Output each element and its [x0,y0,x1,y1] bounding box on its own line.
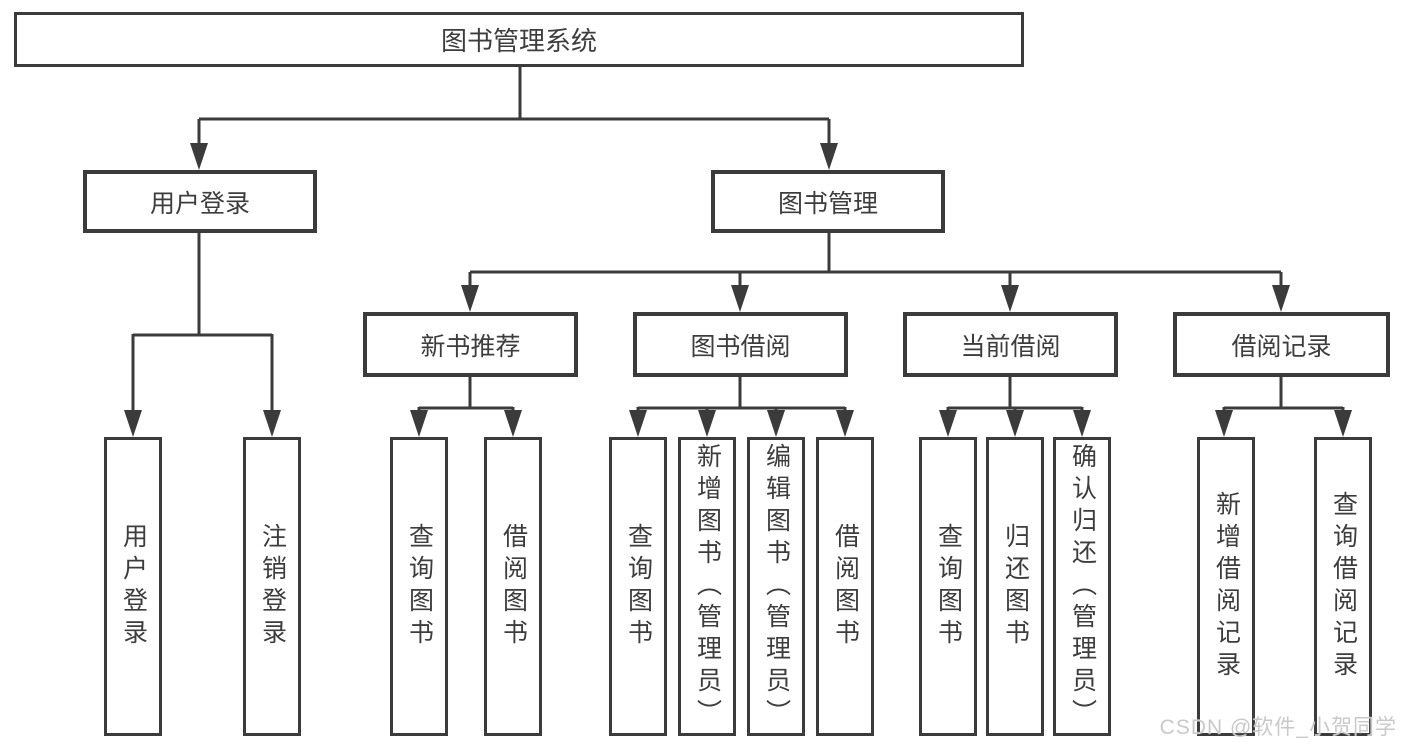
leaf-label: 用户登录 [119,522,148,651]
arrowhead [190,143,208,170]
leaf-query-books-current: 查询图书 [919,437,977,736]
node-new-book-recommendation: 新书推荐 [363,312,578,377]
arrowhead [410,410,428,437]
leaf-user-login: 用户登录 [104,437,162,736]
arrowhead [263,410,281,437]
arrowhead [1006,410,1024,437]
leaf-return-books: 归还图书 [986,437,1044,736]
leaf-confirm-return-admin: 确认归还（管理员） [1053,437,1111,736]
arrowhead [698,410,716,437]
leaf-label: 查询借阅记录 [1329,490,1358,683]
leaf-borrow-books-borrowing: 借阅图书 [816,437,874,736]
leaf-label: 新增图书（管理员） [693,442,722,731]
leaf-label: 归还图书 [1001,522,1030,651]
leaf-label: 注销登录 [258,522,287,651]
leaf-label: 借阅图书 [831,522,860,651]
node-borrowing-records: 借阅记录 [1173,312,1390,377]
leaf-query-books-borrowing: 查询图书 [609,437,667,736]
leaf-label: 查询图书 [934,522,963,651]
leaf-logout-login: 注销登录 [243,437,301,736]
leaf-add-books-admin: 新增图书（管理员） [678,437,736,736]
arrowhead [731,285,749,312]
arrowhead [939,410,957,437]
arrowhead [504,410,522,437]
node-user-login: 用户登录 [83,170,317,233]
leaf-label: 查询图书 [624,522,653,651]
leaf-label: 查询图书 [405,522,434,651]
arrowhead [1272,285,1290,312]
node-book-borrowing: 图书借阅 [633,312,848,377]
arrowhead [124,410,142,437]
leaf-label: 确认归还（管理员） [1068,442,1097,731]
arrowhead [629,410,647,437]
leaf-label: 借阅图书 [499,522,528,651]
arrowhead [461,285,479,312]
arrowhead [836,410,854,437]
arrowhead [820,143,838,170]
arrowhead [1073,410,1091,437]
leaf-add-borrow-record: 新增借阅记录 [1197,437,1255,736]
arrowhead [1215,410,1233,437]
leaf-borrow-books-recommend: 借阅图书 [484,437,542,736]
arrowhead [767,410,785,437]
leaf-query-books-recommend: 查询图书 [390,437,448,736]
node-library-management-system: 图书管理系统 [14,12,1024,67]
leaf-label: 编辑图书（管理员） [762,442,791,731]
node-book-management: 图书管理 [711,170,945,233]
leaf-label: 新增借阅记录 [1212,490,1241,683]
leaf-edit-books-admin: 编辑图书（管理员） [747,437,805,736]
arrowhead [1001,285,1019,312]
node-current-borrowing: 当前借阅 [903,312,1118,377]
arrowhead [1334,410,1352,437]
leaf-query-borrow-record: 查询借阅记录 [1314,437,1372,736]
